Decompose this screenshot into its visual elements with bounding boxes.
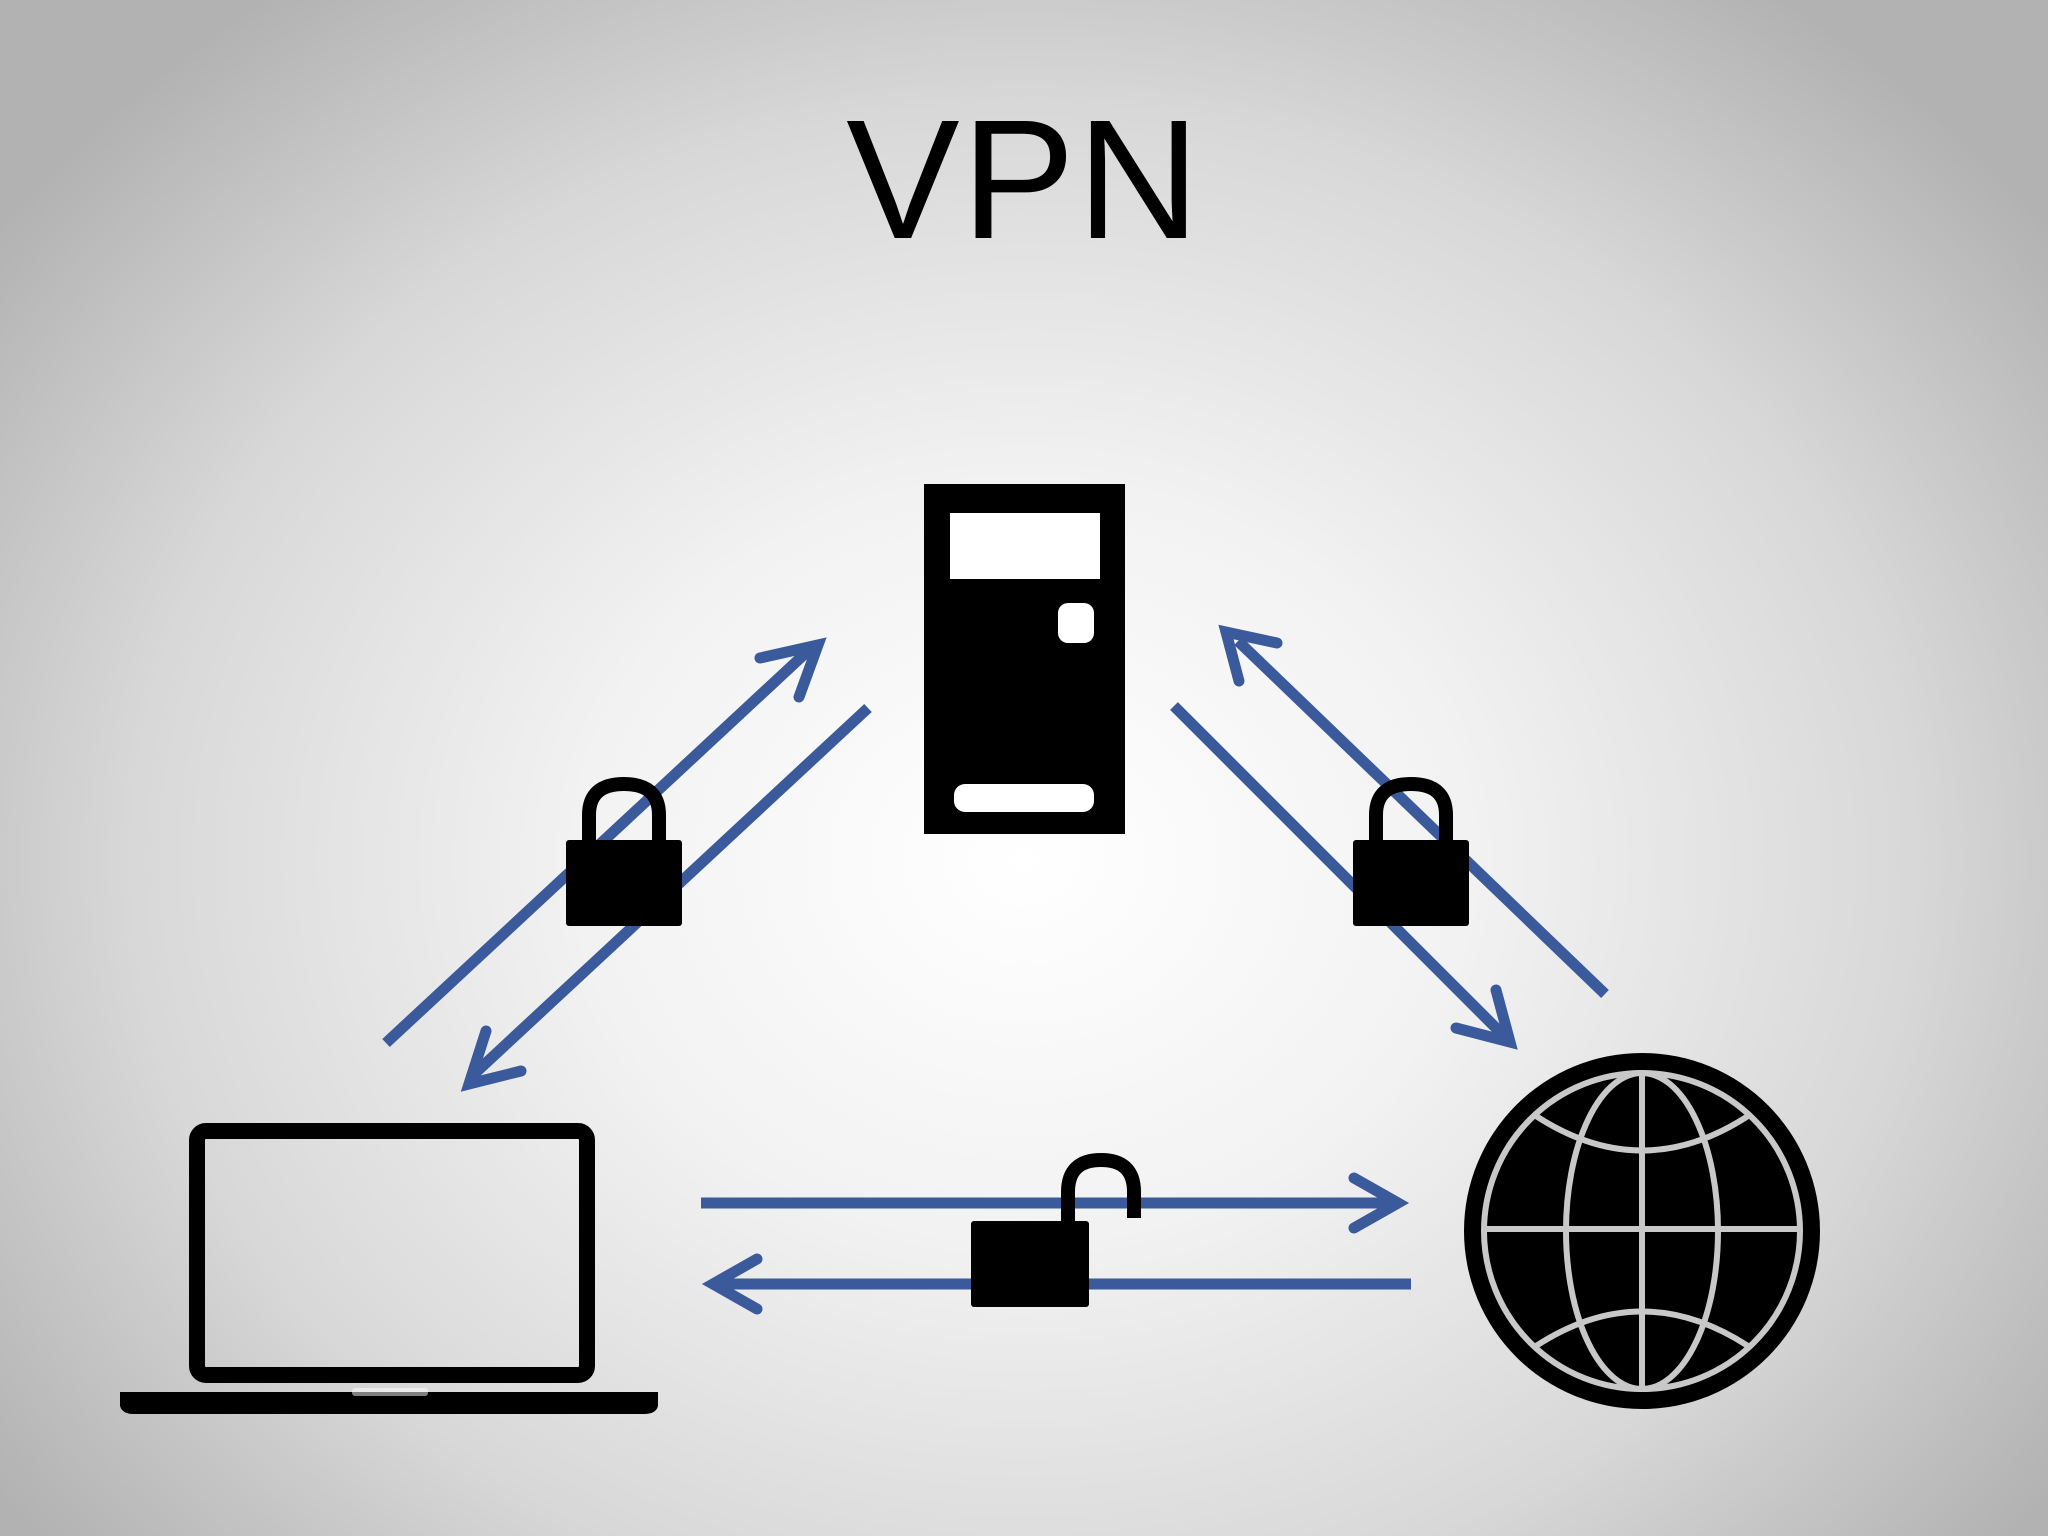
globe-icon (1464, 1053, 1820, 1409)
page-title: VPN (846, 85, 1202, 275)
padlock-closed-icon (1353, 776, 1469, 926)
padlock-open-icon (971, 1152, 1141, 1307)
server-icon (924, 484, 1125, 834)
padlock-closed-icon (566, 776, 682, 926)
laptop-icon (120, 1123, 658, 1414)
link-server-internet-arrows (1170, 624, 1609, 1050)
